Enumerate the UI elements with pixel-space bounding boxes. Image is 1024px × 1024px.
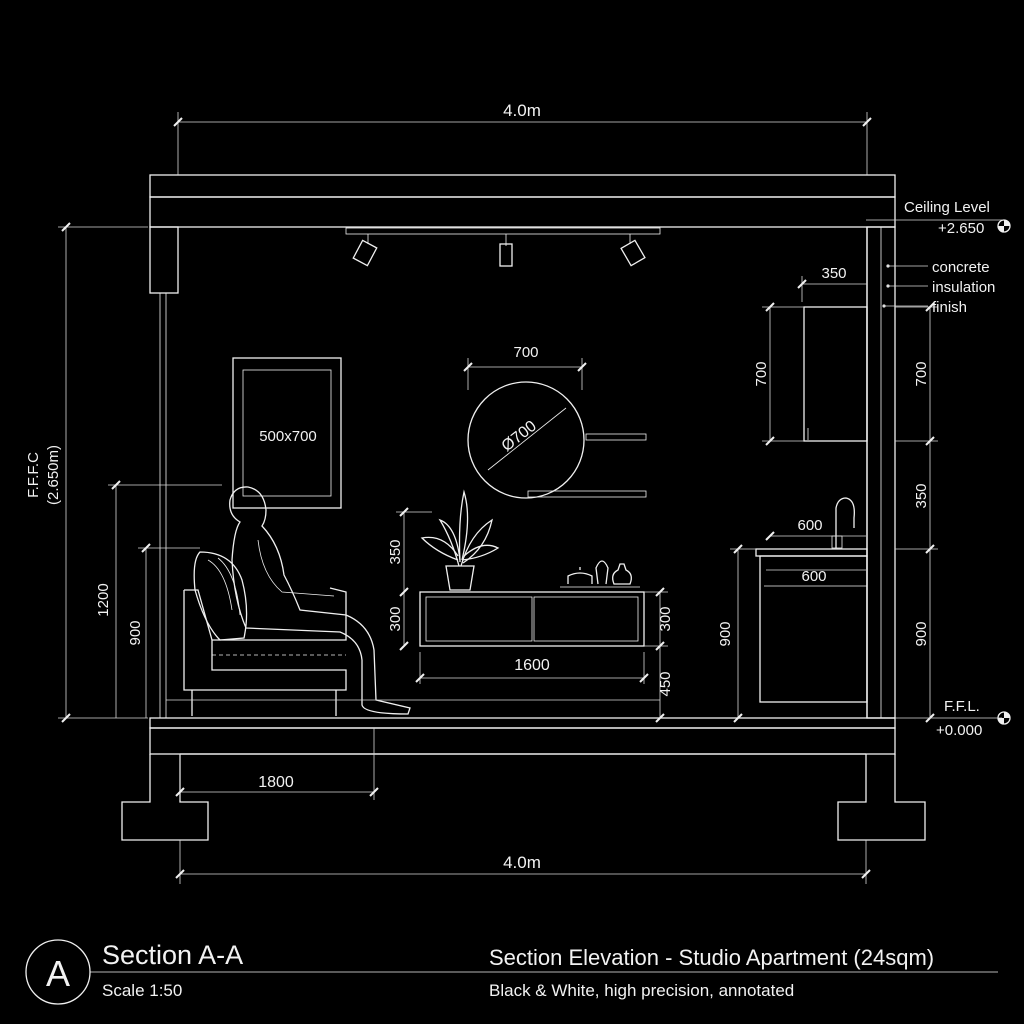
section-marker: A [46,953,70,994]
title-block: A Section A-A Scale 1:50 Section Elevati… [25,939,998,1005]
console-height-left-label: 300 [387,606,404,631]
drawing-subtitle: Section Elevation - Studio Apartment (24… [489,945,934,970]
section-title: Section A-A [102,940,243,970]
length-1800-label: 1800 [258,774,294,791]
length-1800-dimension: 1800 [175,728,379,800]
console-height-right-label: 300 [657,606,674,631]
backsplash-height-label: 350 [913,483,930,508]
bottom-width-label: 4.0m [503,853,541,872]
potted-plant [420,489,500,591]
person-height-label: 1200 [95,583,112,616]
plant-height-label: 350 [387,539,404,564]
layer-concrete-label: concrete [932,259,990,276]
roof-slab [149,174,896,228]
ceiling-level-label: Ceiling Level [904,199,990,216]
layer-finish-label: finish [932,299,967,316]
floor-level-value: +0.000 [936,722,982,739]
frame-size-label: 500x700 [259,428,317,445]
top-width-dimension: 4.0m [173,101,872,175]
ffc-label: F.F.F.C [25,452,42,498]
wall-cabinet: 350 700 [753,265,868,446]
counter-depth-lower-label: 600 [801,568,826,585]
section-scale: Scale 1:50 [102,981,182,1000]
mirror-diameter-label: Ø700 [499,418,540,456]
wall-cabinet-height-left-label: 700 [753,361,770,386]
wall-layer-callouts: concrete insulation finish [882,259,995,316]
wall-shelves [527,433,647,498]
ffc-value: (2.650m) [45,445,62,505]
ceiling-level-value: +2.650 [938,220,984,237]
picture-frame: 500x700 [232,357,342,509]
wall-cabinet-height-right-label: 700 [913,361,930,386]
decor-objects [560,560,640,588]
layer-insulation-label: insulation [932,279,995,296]
counter-height-right-label: 900 [913,621,930,646]
bottom-width-dimension: 4.0m [175,840,871,884]
sofa-height-dimension: 900 [127,543,200,718]
floor-slab [121,717,926,841]
counter-height-left-label: 900 [717,621,734,646]
counter-depth-top-label: 600 [797,517,822,534]
console-elevation-label: 450 [657,671,674,696]
base-cabinet: 600 600 900 [717,517,868,723]
right-elevation-dimensions: 700 350 900 [895,302,938,723]
drawing-description: Black & White, high precision, annotated [489,981,794,1000]
ffc-dimension: F.F.F.C (2.650m) [25,222,148,723]
ceiling-level-marker: Ceiling Level +2.650 [866,199,1011,237]
floor-level-label: F.F.L. [944,698,980,715]
right-wall [866,226,896,719]
wall-cabinet-depth-label: 350 [821,265,846,282]
console-width-label: 1600 [514,657,550,674]
round-mirror: 700 Ø700 [463,344,587,499]
left-wall-beam [149,226,179,718]
sink-faucet [831,497,855,549]
floor-level-marker: F.F.L. +0.000 [895,698,1011,739]
person-height-dimension: 1200 [95,480,222,718]
armchair [183,551,347,716]
console-unit: 300 300 450 1600 [387,587,674,723]
plant-height-dimension: 350 [387,507,432,592]
seated-person [229,486,411,715]
track-lights [345,227,661,267]
top-width-label: 4.0m [503,101,541,120]
mirror-width-label: 700 [513,344,538,361]
sofa-height-label: 900 [127,620,144,645]
